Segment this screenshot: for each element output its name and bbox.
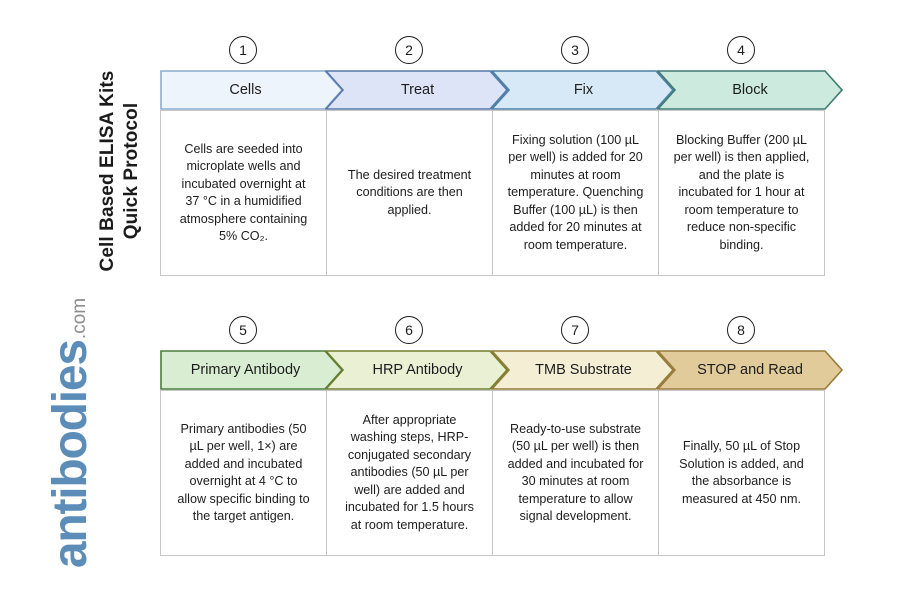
step-header-label: HRP Antibody bbox=[372, 362, 463, 378]
brand-logo: antibodies .com bbox=[35, 283, 97, 583]
step-body-panel: Primary antibodies (50 µL per well, 1×) … bbox=[160, 390, 327, 556]
step-badge: 2 bbox=[395, 36, 423, 64]
step-header-band-row-1: Cells Treat Fix Block bbox=[160, 70, 843, 110]
step-body-panel: Ready-to-use substrate (50 µL per well) … bbox=[492, 390, 659, 556]
step-header-hrp-antibody[interactable]: HRP Antibody bbox=[325, 350, 508, 390]
step-header-fix[interactable]: Fix bbox=[491, 70, 674, 110]
step-body-text: Finally, 50 µL of Stop Solution is added… bbox=[679, 439, 804, 506]
protocol-row-1: 1 2 3 4 Cells Treat Fix Block bbox=[160, 36, 843, 276]
step-badge: 8 bbox=[727, 316, 755, 344]
step-badge: 6 bbox=[395, 316, 423, 344]
step-header-label: Treat bbox=[400, 82, 435, 98]
step-badge: 1 bbox=[229, 36, 257, 64]
step-badge: 7 bbox=[561, 316, 589, 344]
step-header-label: Fix bbox=[573, 82, 594, 98]
step-header-primary-antibody[interactable]: Primary Antibody bbox=[160, 350, 343, 390]
protocol-row-2: 5 6 7 8 Primary Antibody HRP Antibody TM… bbox=[160, 316, 843, 556]
page-title-line-1: Cell Based ELISA Kits bbox=[97, 70, 118, 272]
step-header-tmb-substrate[interactable]: TMB Substrate bbox=[491, 350, 674, 390]
step-body-text: The desired treatment conditions are the… bbox=[347, 167, 472, 217]
step-body-band-row-2: Primary antibodies (50 µL per well, 1×) … bbox=[160, 390, 825, 556]
step-header-label: Cells bbox=[229, 82, 262, 98]
step-header-label: STOP and Read bbox=[697, 362, 803, 378]
step-body-text: After appropriate washing steps, HRP-con… bbox=[345, 412, 474, 532]
step-body-text: Cells are seeded into microplate wells a… bbox=[179, 141, 308, 244]
step-header-cells[interactable]: Cells bbox=[160, 70, 343, 110]
step-header-treat[interactable]: Treat bbox=[325, 70, 508, 110]
step-badge: 3 bbox=[561, 36, 589, 64]
step-header-band-row-2: Primary Antibody HRP Antibody TMB Substr… bbox=[160, 350, 843, 390]
step-header-label: Block bbox=[732, 82, 768, 98]
step-body-text: Primary antibodies (50 µL per well, 1×) … bbox=[177, 421, 310, 524]
step-body-panel: Fixing solution (100 µL per well) is add… bbox=[492, 110, 659, 276]
page-title: Cell Based ELISA Kits Quick Protocol bbox=[92, 26, 148, 316]
step-badge: 5 bbox=[229, 316, 257, 344]
chevron-shape bbox=[325, 70, 508, 110]
step-header-label: TMB Substrate bbox=[535, 362, 632, 378]
step-header-stop-and-read[interactable]: STOP and Read bbox=[657, 350, 843, 390]
step-body-text: Blocking Buffer (200 µL per well) is the… bbox=[673, 132, 810, 252]
step-body-panel: After appropriate washing steps, HRP-con… bbox=[326, 390, 493, 556]
chevron-shape bbox=[325, 350, 508, 390]
step-body-panel: Blocking Buffer (200 µL per well) is the… bbox=[658, 110, 825, 276]
step-body-text: Ready-to-use substrate (50 µL per well) … bbox=[507, 421, 644, 524]
brand-logo-word: antibodies bbox=[44, 340, 97, 569]
step-body-panel: The desired treatment conditions are the… bbox=[326, 110, 493, 276]
step-badge: 4 bbox=[727, 36, 755, 64]
page-title-line-2: Quick Protocol bbox=[121, 102, 142, 240]
step-body-text: Fixing solution (100 µL per well) is add… bbox=[507, 132, 644, 252]
chevron-shape bbox=[657, 350, 843, 390]
step-body-band-row-1: Cells are seeded into microplate wells a… bbox=[160, 110, 825, 276]
step-header-label: Primary Antibody bbox=[190, 362, 301, 378]
step-number-badges-row-1: 1 2 3 4 bbox=[160, 36, 825, 70]
step-header-block[interactable]: Block bbox=[657, 70, 843, 110]
step-body-panel: Cells are seeded into microplate wells a… bbox=[160, 110, 327, 276]
brand-logo-tld: .com bbox=[69, 297, 90, 340]
chevron-shape bbox=[657, 70, 843, 110]
step-body-panel: Finally, 50 µL of Stop Solution is added… bbox=[658, 390, 825, 556]
chevron-shape bbox=[491, 350, 674, 390]
chevron-shape bbox=[491, 70, 674, 110]
step-number-badges-row-2: 5 6 7 8 bbox=[160, 316, 825, 350]
